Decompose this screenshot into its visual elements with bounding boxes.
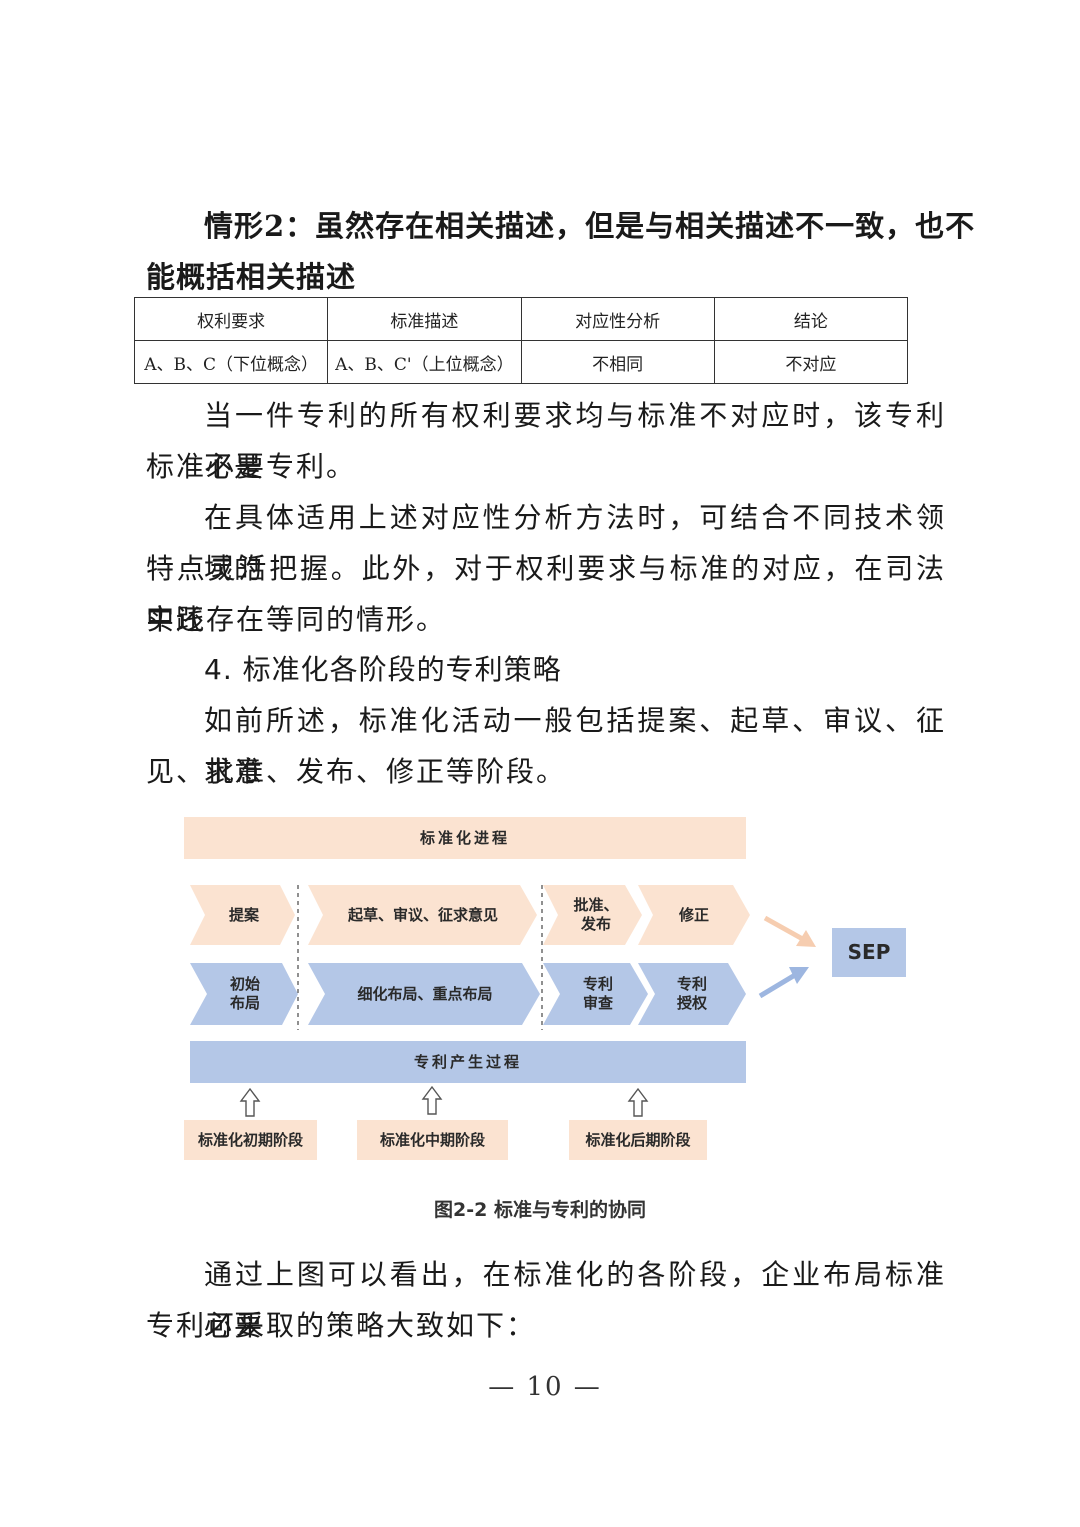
phase-box-early [184,1120,317,1160]
table-cell: 不相同 [520,340,715,384]
step-label-grant: 专利 授权 [676,975,707,1012]
table-row: A、B、C（下位概念） A、B、C'（上位概念） 不相同 不对应 [133,340,909,384]
step-label-examination: 专利 审查 [582,975,613,1012]
paragraph-line: 中还存在等同的情形。 [146,603,447,636]
comparison-table: 权利要求 标准描述 对应性分析 结论 A、B、C（下位概念） A、B、C'（上位… [133,297,909,384]
phase-label-middle: 标准化中期阶段 [379,1130,485,1149]
patent-process-banner [190,1041,746,1083]
step-label-approval: 批准、 发布 [573,896,619,933]
up-arrow-icon [627,1087,649,1117]
up-arrow-icon [239,1087,261,1117]
table-cell: 不对应 [713,340,909,384]
case-heading-line2: 能概括相关描述 [146,260,357,294]
chevron-grant [638,963,746,1025]
paragraph-line: 通过上图可以看出，在标准化的各阶段，企业布局标准必要 [204,1258,946,1342]
phase-box-middle [357,1120,508,1160]
table-cell: A、B、C（下位概念） [133,340,329,384]
sep-box [832,928,906,977]
peach-arrow-icon [763,915,816,947]
table-header-cell: 对应性分析 [520,297,715,341]
patent-process-banner-label: 专利产生过程 [413,1052,522,1071]
phase-label-early: 标准化初期阶段 [197,1130,303,1149]
paragraph-line: 在具体适用上述对应性分析方法时，可结合不同技术领域的 [204,501,946,585]
page-number: — 10 — [488,1372,602,1402]
phase-label-late: 标准化后期阶段 [585,1130,691,1149]
step-label-initial-layout: 初始 布局 [229,975,260,1012]
phase-box-late [569,1120,707,1160]
table-header-cell: 权利要求 [133,297,329,341]
chevron-initial-layout [190,963,298,1025]
paragraph-line: 见、批准、发布、修正等阶段。 [146,755,567,788]
chevron-approval [543,885,642,945]
paragraph-line: 如前所述，标准化活动一般包括提案、起草、审议、征求意 [204,704,946,788]
table-header-row: 权利要求 标准描述 对应性分析 结论 [133,297,909,341]
up-arrow-icon [421,1085,443,1115]
step-label-drafting: 起草、审议、征求意见 [347,905,498,924]
step-label-revision: 修正 [678,905,709,924]
paragraph-line: 专利可采取的策略大致如下： [146,1309,537,1342]
chevron-examination [543,963,648,1025]
chevron-revision [638,885,750,945]
chevron-drafting [308,885,537,945]
blue-arrow-icon [758,967,809,999]
step-label-proposal: 提案 [228,905,259,924]
step-label-detail-layout: 细化布局、重点布局 [357,984,493,1003]
case-heading-line1: 情形2：虽然存在相关描述，但是与相关描述不一致，也不 [204,209,976,243]
section-title: 4. 标准化各阶段的专利策略 [204,653,562,686]
standardization-banner [184,817,746,859]
sep-label: SEP [847,940,891,964]
paragraph-line: 标准必要专利。 [146,450,357,483]
table-header-cell: 结论 [713,297,909,341]
paragraph-line: 当一件专利的所有权利要求均与标准不对应时，该专利不是 [204,399,946,483]
table-cell: A、B、C'（上位概念） [327,340,522,384]
paragraph-line: 特点灵活把握。此外，对于权利要求与标准的对应，在司法实践 [146,552,946,636]
chevron-proposal [190,885,295,945]
chevron-detail-layout [308,963,540,1025]
figure-caption: 图2-2 标准与专利的协同 [434,1199,646,1221]
standardization-banner-label: 标准化进程 [419,828,510,847]
